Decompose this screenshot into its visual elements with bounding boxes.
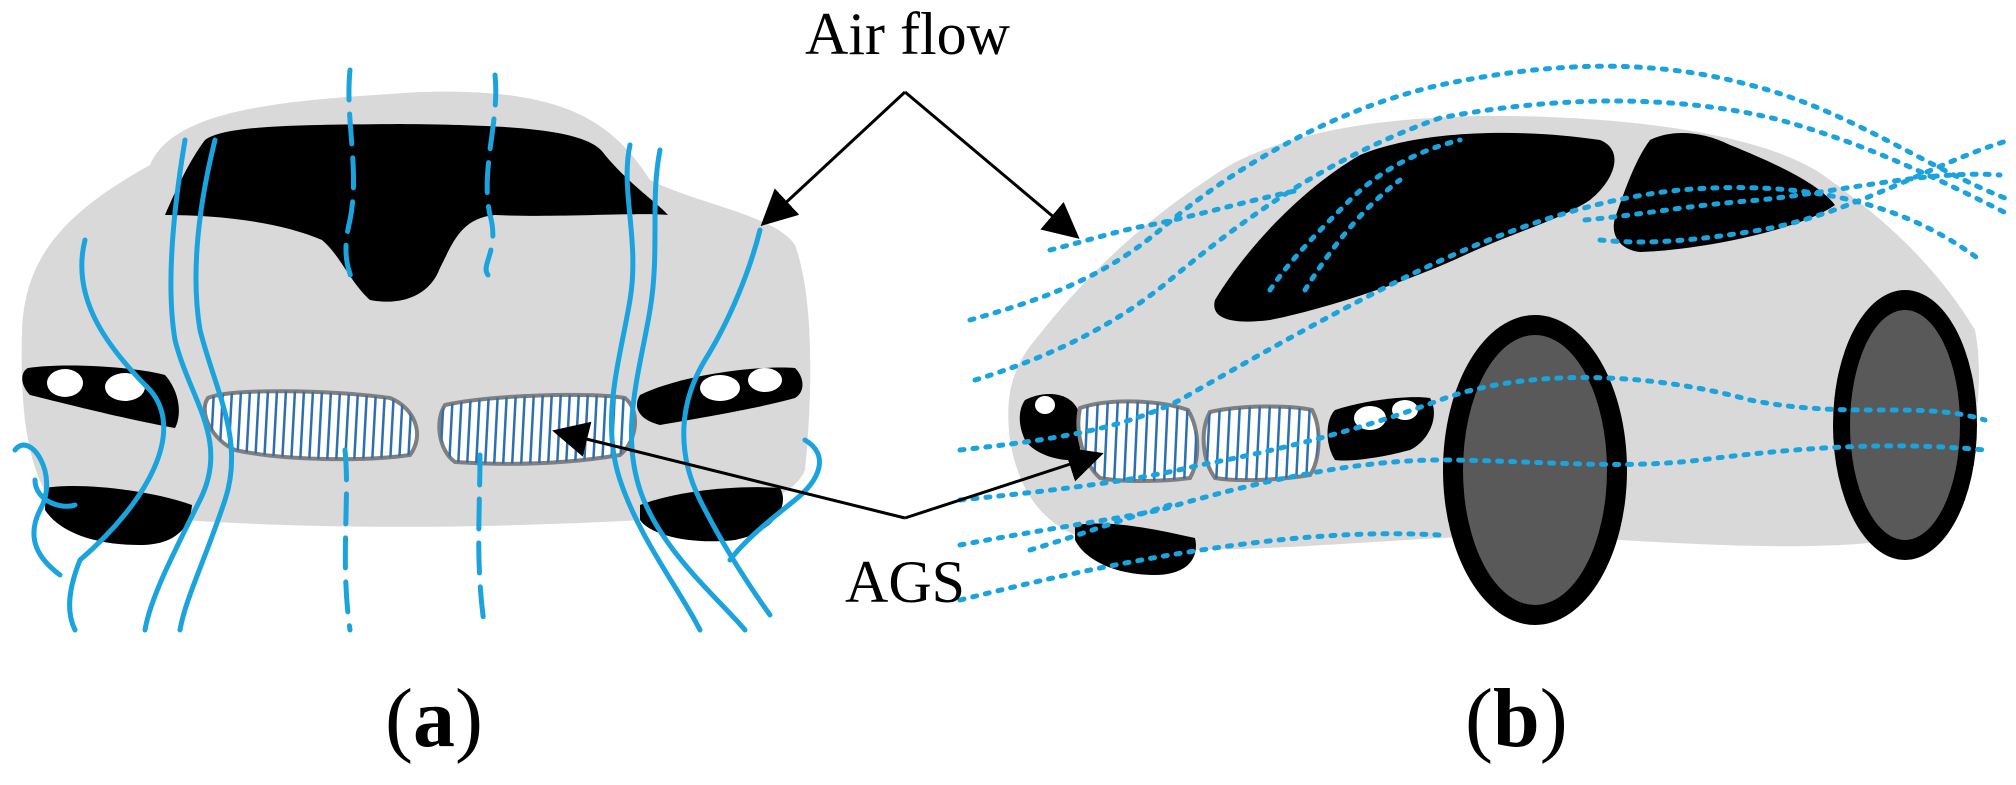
grille-slat	[298, 391, 306, 460]
grille-slat	[325, 391, 333, 460]
panel-a-letter: a	[412, 672, 455, 765]
side-window	[1613, 133, 1835, 252]
grille-slat	[334, 391, 342, 460]
ags-label: AGS	[845, 549, 966, 615]
ags-arrow-left	[552, 421, 906, 520]
grille-slat	[316, 391, 324, 460]
grille-slat	[465, 394, 473, 464]
grille-slat	[510, 394, 518, 464]
grille-slat	[1132, 401, 1140, 481]
windshield-front	[165, 124, 668, 302]
panel-b-letter: b	[1492, 672, 1540, 765]
grille-slat	[519, 394, 527, 464]
airflow-lines-front	[12, 137, 822, 633]
grille-slat	[262, 391, 270, 460]
grille-slat	[528, 394, 536, 464]
airflow-lines-side	[957, 63, 2013, 603]
grille-slat	[474, 394, 482, 464]
panel-b-label: (b)	[1465, 670, 1568, 767]
grille-slat	[1234, 406, 1242, 481]
air-flow-label: Air flow	[805, 1, 1010, 67]
grille-slat	[546, 394, 554, 464]
grille-slat	[370, 391, 378, 460]
grille-slat	[271, 391, 279, 460]
grille-slat	[1152, 401, 1160, 481]
panel-b-paren-open: (	[1465, 672, 1493, 765]
grille-slat	[1224, 406, 1232, 481]
grille-slat	[591, 394, 599, 464]
grille-slat	[501, 394, 509, 464]
grille-slat	[1244, 406, 1252, 481]
foglight-side	[1075, 523, 1196, 575]
grille-slat	[1112, 401, 1120, 481]
ags-arrow-right	[904, 447, 1104, 520]
grille-slats-side-right	[1204, 406, 1319, 481]
panel-a-label: (a)	[385, 670, 483, 767]
car-front-view	[21, 91, 811, 545]
grille-slat	[492, 394, 500, 464]
panel-a-paren-open: (	[385, 672, 413, 765]
grille-slat	[456, 394, 464, 464]
grille-slat	[1142, 401, 1150, 481]
grille-slat	[1264, 406, 1272, 481]
grille-slat	[307, 391, 315, 460]
panel-a-paren-close: )	[454, 672, 483, 765]
grille-slat	[1172, 401, 1180, 481]
grille-slat	[361, 391, 369, 460]
foglight-right	[640, 487, 783, 542]
foglight-left	[45, 485, 192, 545]
headlight-side-left	[1019, 394, 1080, 461]
grille-slat	[537, 394, 545, 464]
grille-slat	[352, 391, 360, 460]
airflow-lines-front-dashed	[342, 67, 499, 633]
air-flow-arrow-left	[760, 90, 907, 227]
grille-slat	[379, 391, 387, 460]
annotation-arrows	[552, 90, 1104, 520]
grille-slat	[1284, 406, 1292, 481]
air-flow-arrow-right	[904, 90, 1080, 239]
grille-slat	[483, 394, 491, 464]
panel-b-paren-close: )	[1539, 672, 1568, 765]
grille-slat	[1122, 401, 1130, 481]
grille-slat	[388, 391, 396, 460]
grille-slat	[1102, 401, 1110, 481]
grille-slat	[1274, 406, 1282, 481]
grille-slat	[1214, 406, 1222, 481]
grille-slat	[1254, 406, 1262, 481]
ags-grille-side-right	[1201, 404, 1321, 483]
grille-slat	[1162, 401, 1170, 481]
grille-slat	[253, 391, 261, 460]
grille-slat	[600, 394, 608, 464]
car-side-view	[1008, 115, 1979, 625]
grille-slat	[280, 391, 288, 460]
grille-slat	[289, 391, 297, 460]
